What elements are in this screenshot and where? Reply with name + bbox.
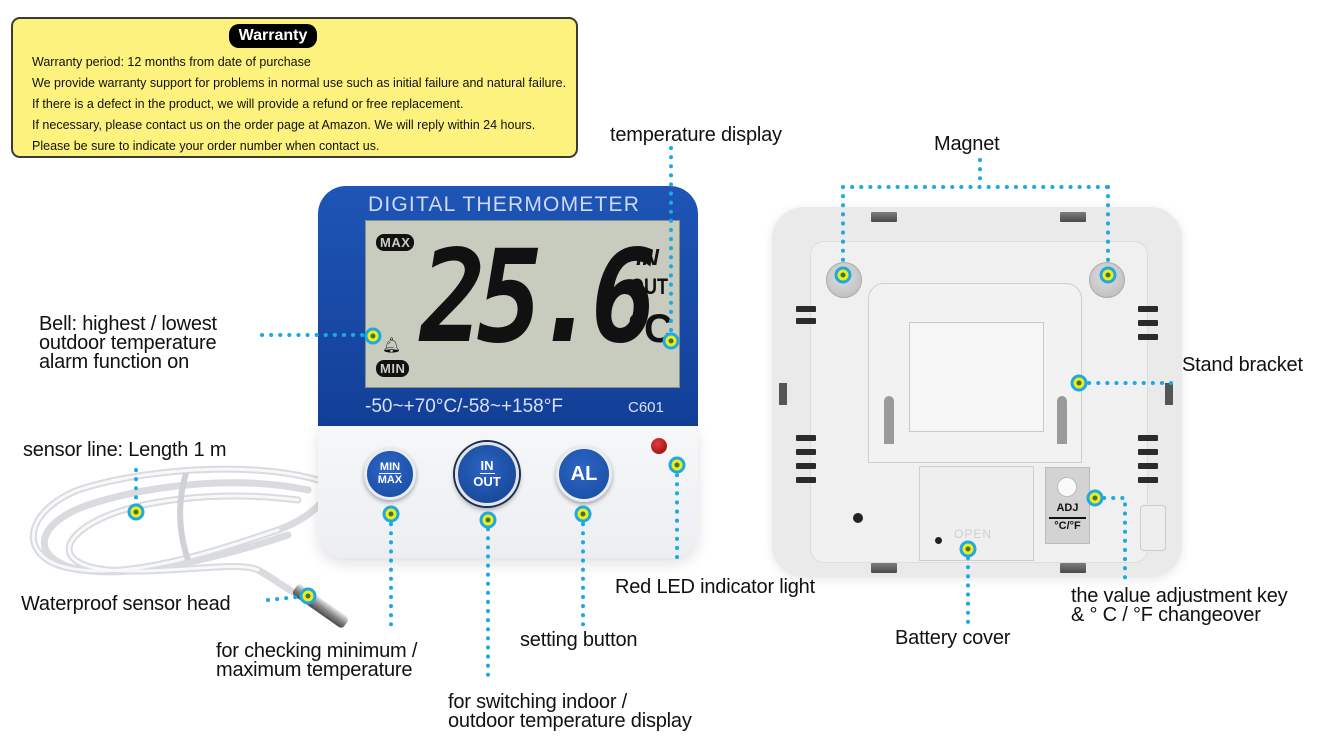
warranty-line: We provide warranty support for problems… bbox=[32, 76, 567, 90]
battery-open-label: OPEN bbox=[954, 527, 993, 541]
callout-bell: Bell: highest / lowest outdoor temperatu… bbox=[39, 313, 217, 373]
lcd-screen bbox=[365, 220, 680, 388]
vent-slot bbox=[1138, 477, 1158, 483]
callout-magnet: Magnet bbox=[934, 133, 1000, 155]
bottom-clip bbox=[871, 563, 897, 573]
temperature-range: -50~+70°C/-58~+158°F bbox=[365, 396, 563, 417]
callout-battery-cover: Battery cover bbox=[895, 627, 1011, 649]
warranty-line: Warranty period: 12 months from date of … bbox=[32, 55, 311, 69]
vent-slot bbox=[796, 449, 816, 455]
vent-slot bbox=[1138, 306, 1158, 312]
warranty-title: Warranty bbox=[229, 24, 317, 48]
adjust-key[interactable] bbox=[1057, 477, 1077, 497]
sensor-cable-port bbox=[1140, 505, 1166, 551]
callout-sensor-line: sensor line: Length 1 m bbox=[23, 439, 227, 461]
vent-slot bbox=[1138, 435, 1158, 441]
magnet-left bbox=[826, 262, 862, 298]
top-clip bbox=[871, 212, 897, 222]
sensor-cable-image bbox=[29, 465, 330, 602]
warranty-line: Please be sure to indicate your order nu… bbox=[32, 139, 380, 153]
vent-slot bbox=[796, 318, 816, 324]
in-out-button[interactable]: IN OUT bbox=[455, 442, 519, 506]
bottom-clip bbox=[1060, 563, 1086, 573]
vent-slot bbox=[1138, 463, 1158, 469]
vent-slot bbox=[796, 306, 816, 312]
warranty-box: Warranty Warranty period: 12 months from… bbox=[11, 17, 578, 158]
callout-sensor-head: Waterproof sensor head bbox=[21, 593, 231, 615]
vent-slot bbox=[1138, 449, 1158, 455]
bracket-hinge bbox=[884, 396, 894, 444]
vent-slot bbox=[796, 463, 816, 469]
bracket-hinge bbox=[1057, 396, 1067, 444]
red-led-indicator bbox=[651, 438, 667, 454]
wall-mount-hole bbox=[853, 513, 863, 523]
temperature-reading: 25.6 bbox=[420, 223, 657, 372]
min-max-button[interactable]: MIN MAX bbox=[364, 448, 416, 500]
top-clip bbox=[1060, 212, 1086, 222]
device-title: DIGITAL THERMOMETER bbox=[368, 193, 641, 216]
vent-slot bbox=[796, 435, 816, 441]
min-indicator: MIN bbox=[376, 360, 410, 378]
callout-in-out: for switching indoor / outdoor temperatu… bbox=[448, 691, 692, 732]
side-slot bbox=[779, 383, 787, 405]
unit-indicator: °C bbox=[628, 307, 673, 351]
callout-temperature-display: temperature display bbox=[610, 124, 782, 146]
callout-adjust-key: the value adjustment key & ° C / °F chan… bbox=[1071, 585, 1288, 626]
sensor-head-image bbox=[292, 584, 348, 628]
callout-stand-bracket: Stand bracket bbox=[1182, 354, 1303, 376]
adj-label: ADJ bbox=[1056, 502, 1079, 514]
battery-cover[interactable] bbox=[919, 466, 1034, 561]
in-indicator: IN bbox=[636, 244, 659, 270]
vent-slot bbox=[1138, 334, 1158, 340]
callout-red-led: Red LED indicator light bbox=[615, 576, 815, 598]
side-slot bbox=[1165, 383, 1173, 405]
bell-icon: 🔔︎ bbox=[382, 337, 402, 354]
warranty-line: If there is a defect in the product, we … bbox=[32, 97, 464, 111]
callout-setting-button: setting button bbox=[520, 629, 638, 651]
max-indicator: MAX bbox=[376, 234, 415, 252]
magnet-right bbox=[1089, 262, 1125, 298]
model-number: C601 bbox=[628, 399, 664, 416]
out-indicator: OUT bbox=[630, 274, 669, 299]
battery-latch bbox=[935, 537, 942, 544]
callout-min-max: for checking minimum / maximum temperatu… bbox=[216, 640, 418, 681]
warranty-line: If necessary, please contact us on the o… bbox=[32, 118, 536, 132]
adj-divider bbox=[1049, 517, 1086, 519]
vent-slot bbox=[1138, 320, 1158, 326]
alarm-button[interactable]: AL bbox=[556, 446, 612, 502]
vent-slot bbox=[796, 477, 816, 483]
stand-bracket-plate bbox=[909, 322, 1044, 432]
unit-switch-label: °C/°F bbox=[1054, 520, 1081, 532]
warranty-text: Warranty period: 12 months from date of … bbox=[32, 52, 566, 157]
